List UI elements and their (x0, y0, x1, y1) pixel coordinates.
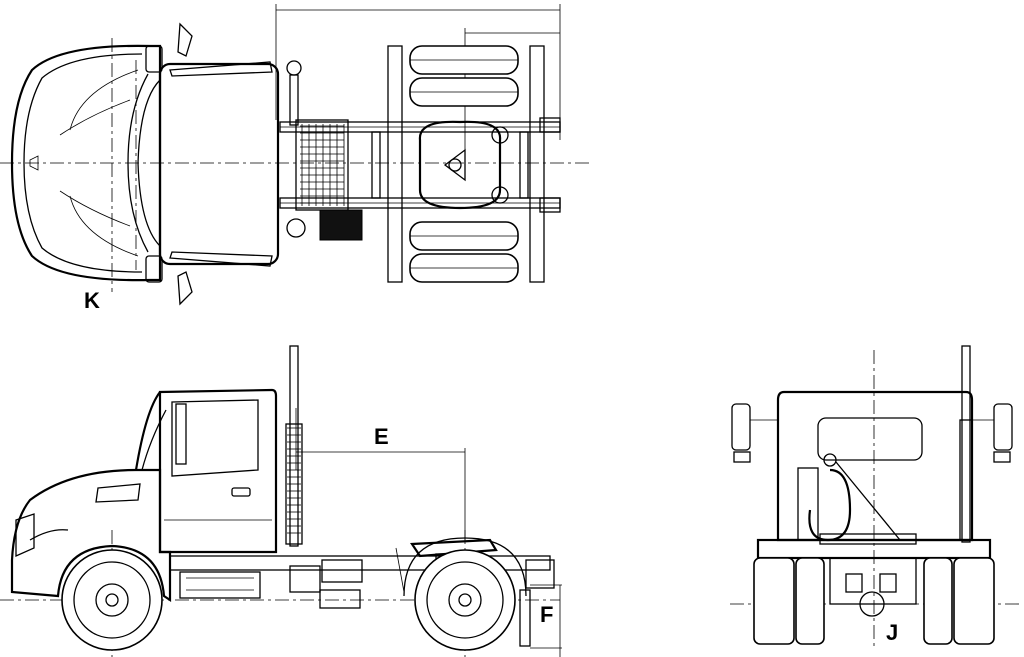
dimension-label-j: J (886, 620, 898, 645)
exhaust-shield-ribs (287, 427, 301, 534)
side-view: E F (0, 345, 562, 657)
dimension-label-f: F (540, 602, 553, 627)
dimension-label-k: K (84, 288, 100, 313)
dimension-label-e: E (374, 424, 389, 449)
radiator-grid (300, 124, 345, 206)
rear-view: J (730, 345, 1020, 650)
top-view: K (0, 4, 590, 313)
